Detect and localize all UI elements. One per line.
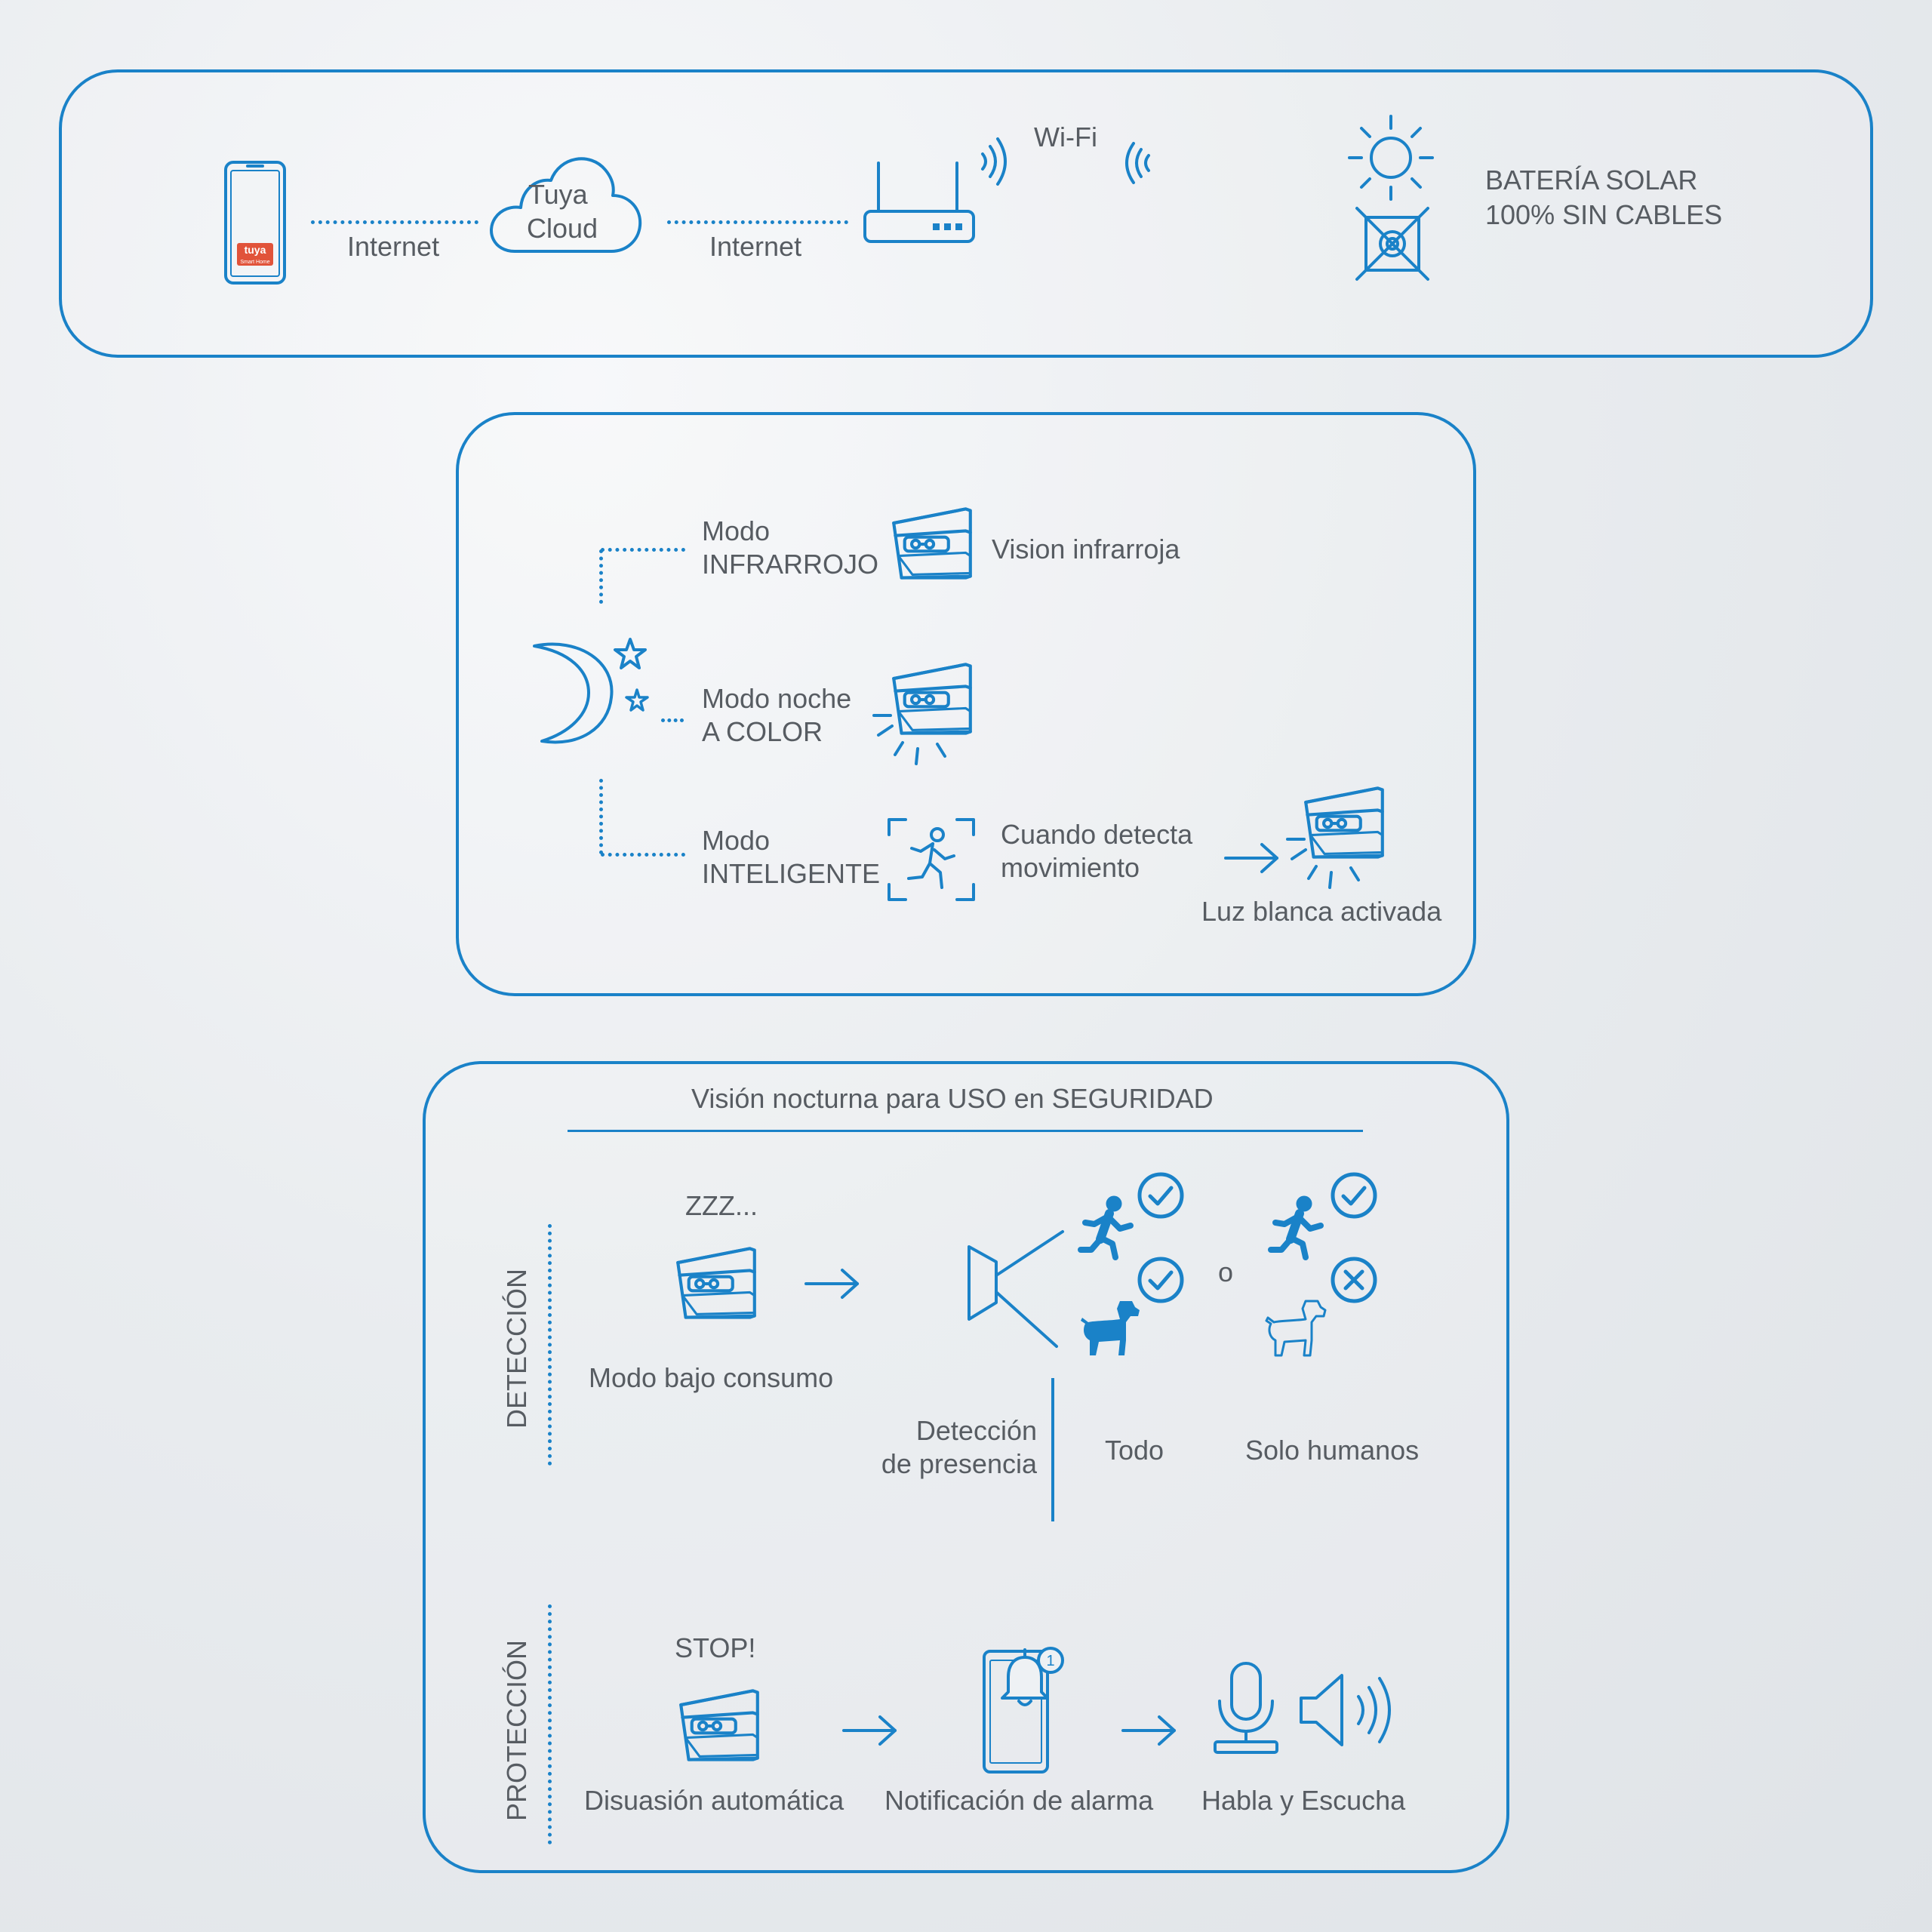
camera-icon [673,1244,759,1322]
or-label: o [1218,1257,1234,1287]
no-cable-icon [1355,207,1429,281]
infrared-connector-h [601,548,685,552]
color-connector [661,718,684,722]
presence-label-1: Detección [915,1415,1037,1446]
deterrence-label: Disuasión automática [584,1785,844,1816]
dog-icon [1265,1300,1327,1357]
runner-icon [1078,1195,1134,1260]
check-icon [1137,1257,1184,1303]
motion-detect-label-2: movimiento [1001,852,1140,883]
phone-bell-icon: 1 [983,1647,1064,1774]
presence-label-2: de presencia [881,1448,1037,1479]
presence-divider [1051,1378,1054,1521]
wifi-label: Wi-Fi [1034,122,1097,152]
moon-icon [533,642,614,744]
phone-icon: tuya Smart Home [224,161,286,285]
phone-cloud-connector [311,220,478,224]
arrow-right-icon [804,1269,859,1299]
light-rays-icon [1286,838,1360,889]
microphone-icon [1214,1662,1278,1754]
notification-count: 1 [1046,1653,1054,1669]
sensor-icon [968,1230,1064,1348]
star-icon [625,688,649,712]
smart-connector-v [599,779,603,854]
white-light-label: Luz blanca activada [1201,896,1442,927]
internet-label-left: Internet [347,231,440,262]
talk-listen-label: Habla y Escucha [1201,1785,1406,1816]
bell-icon [1001,1648,1049,1706]
internet-label-right: Internet [709,231,802,262]
infrared-connector-v [599,549,603,604]
humans-only-label: Solo humanos [1245,1435,1420,1466]
runner-icon [1268,1195,1324,1260]
cloud-label-2: Cloud [527,213,598,244]
camera-icon [676,1686,762,1764]
check-icon [1137,1172,1184,1219]
smart-mode-label-2: INTELIGENTE [702,858,881,889]
camera-icon [889,504,975,583]
wifi-signal-icon [1125,142,1150,184]
infrared-mode-label-2: INFRARROJO [702,549,878,580]
smart-connector-h [601,853,685,857]
stop-label: STOP! [675,1632,756,1663]
security-title: Visión nocturna para USO en SEGURIDAD [691,1083,1214,1114]
cross-icon [1331,1257,1377,1303]
protection-label: PROTECCIÓN [501,1639,532,1821]
dog-icon [1081,1301,1140,1355]
sun-icon [1348,115,1434,201]
infrared-vision-label: Vision infrarroja [992,534,1180,565]
alarm-notification-label: Notificación de alarma [884,1785,1154,1816]
cloud-label-1: Tuya [528,179,588,210]
cloud-router-connector [667,220,848,224]
battery-label-2: 100% SIN CABLES [1485,199,1723,230]
all-label: Todo [1105,1435,1164,1466]
tuya-badge-sub: Smart Home [240,260,269,265]
color-mode-label-2: A COLOR [702,716,823,747]
arrow-right-icon [842,1715,897,1746]
smart-mode-label-1: Modo [702,825,771,856]
battery-label-1: BATERÍA SOLAR [1485,165,1698,195]
detection-divider [548,1224,552,1466]
color-mode-label-1: Modo noche [702,683,852,714]
connectivity-panel [59,69,1873,358]
speaker-icon [1300,1674,1391,1746]
zzz-label: ZZZ... [685,1190,758,1221]
security-panel [423,1061,1509,1873]
title-underline [568,1130,1363,1132]
star-icon [614,638,647,669]
motion-detect-label-1: Cuando detecta [1001,819,1193,850]
infrared-mode-label-1: Modo [702,515,771,546]
detection-label: DETECCIÓN [501,1268,532,1429]
check-icon [1331,1172,1377,1219]
motion-frame-icon [888,818,975,901]
router-icon [863,162,975,243]
wifi-signal-icon [981,137,1007,186]
cloud-icon [490,157,642,253]
tuya-badge: tuya [245,244,266,256]
arrow-right-icon [1224,843,1278,873]
low-power-label: Modo bajo consumo [589,1362,834,1393]
light-rays-icon [872,714,946,765]
protection-divider [548,1604,552,1844]
arrow-right-icon [1121,1715,1176,1746]
